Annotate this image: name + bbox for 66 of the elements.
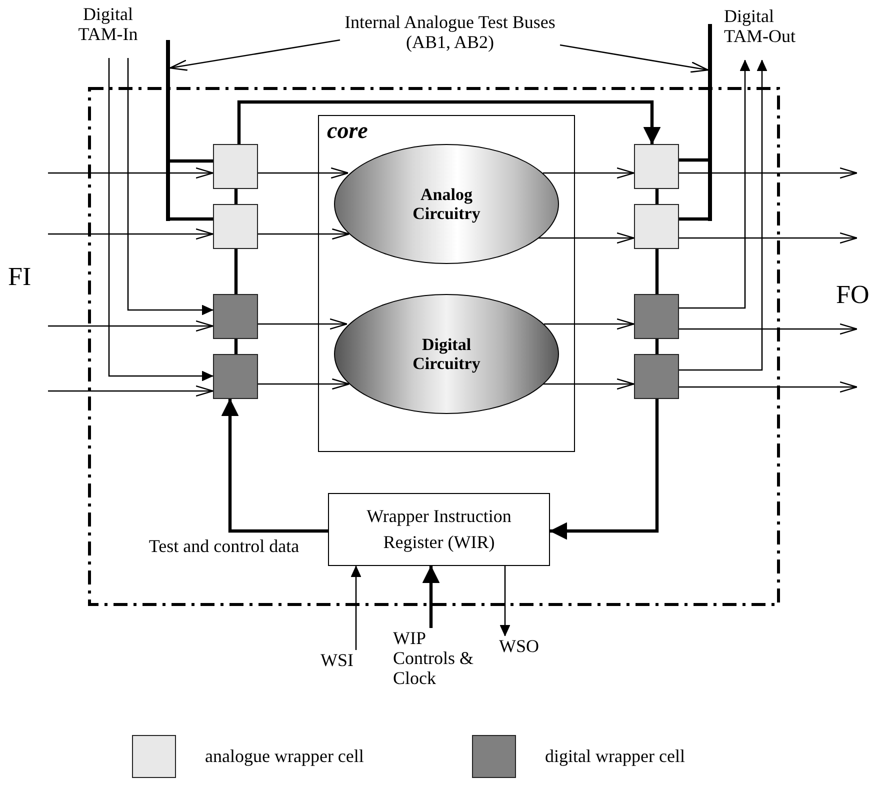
wrapper-cell [213,354,258,399]
arrow [108,58,214,382]
label-text: Digital TAM-Out [724,6,816,60]
wrapper-cell [213,144,258,189]
label-text: Digital TAM-In [72,4,144,58]
arrow [258,318,348,330]
register-box [328,493,550,566]
connector-line [679,158,708,162]
connector-line [679,217,708,221]
connector-line [655,249,659,294]
wrapper-cell [634,144,679,189]
wrapper-cell [213,294,258,339]
leader-line [560,44,709,73]
arrow [500,566,510,636]
wrapper-boundary [88,87,780,606]
connector-line [655,339,659,354]
circuit-label: Digital Circuitry [412,334,482,374]
arrow [258,167,349,179]
arrow [237,100,661,144]
bus-bar [708,24,712,221]
arrow [258,228,350,240]
core-label: core [327,118,368,144]
label-text: WSI [314,650,360,676]
arrow [679,167,858,179]
annotation-text: Test and control data [148,536,300,556]
bus-bar [166,40,170,221]
arrow [48,320,214,332]
arrow [679,60,750,309]
arrow [536,232,635,244]
label-text: Internal Analogue Test Buses (AB1, AB2) [340,12,560,66]
arrow [679,323,858,335]
arrow [679,232,858,244]
wrapper-cell [634,204,679,249]
leader-line [169,39,340,71]
arrow [48,385,214,397]
arrow [679,381,858,393]
side-label: FO [836,280,870,310]
connector-line [234,339,238,354]
circuit-label: Analog Circuitry [412,184,482,224]
arrow [127,58,214,316]
arrow [48,167,214,179]
wrapper-cell [213,204,258,249]
arrow [48,228,214,240]
arrow [542,378,635,390]
core-box [318,115,575,452]
legend-label: analogue wrapper cell [205,746,364,767]
label-text: WIP Controls & Clock [393,628,485,712]
wrapper-cell [634,354,679,399]
wrapper-cell [634,294,679,339]
connector-line [655,189,659,204]
register-label: Wrapper Instruction Register (WIR) [366,505,512,554]
arrow [550,399,659,540]
connector-line [170,217,213,221]
connector-line [234,249,238,294]
side-label: FI [8,262,32,292]
arrow [422,566,440,628]
arrow [221,398,328,533]
legend-label: digital wrapper cell [545,746,685,767]
connector-line [170,159,213,163]
label-text: WSO [488,636,550,662]
connector-line [234,189,238,204]
arrow [544,318,635,330]
arrow [258,378,350,390]
arrow [679,60,768,371]
arrow [542,167,635,179]
arrow [350,566,362,650]
